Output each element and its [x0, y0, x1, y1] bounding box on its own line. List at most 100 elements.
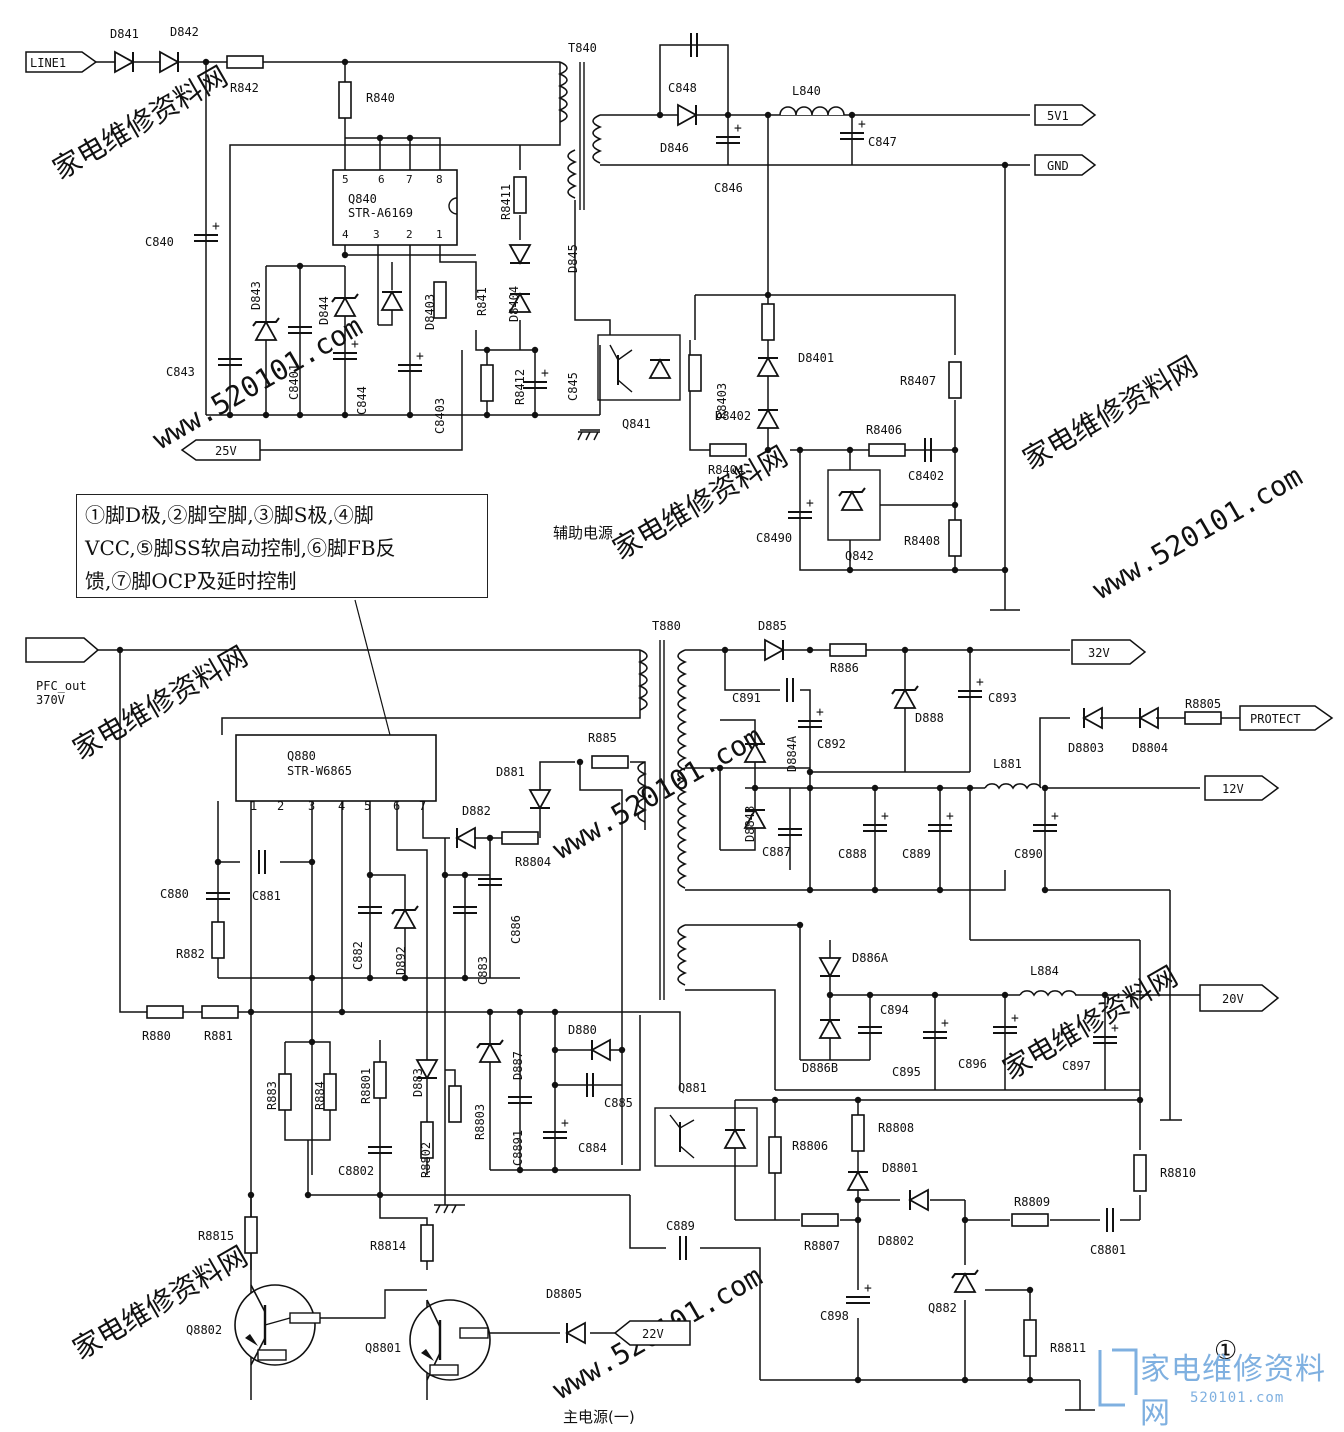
transformer-t880-primary: [637, 649, 648, 711]
ref-r885: R885: [588, 731, 617, 745]
zener-d843: [252, 317, 280, 341]
resistor-r8804: [501, 831, 539, 845]
capacitor-c889-coupling: [679, 1235, 687, 1261]
resistor-r8412: [480, 364, 494, 402]
ref-d8801: D8801: [882, 1161, 918, 1175]
ref-r8803: R8803: [473, 1104, 487, 1140]
ref-r8801: R8801: [359, 1068, 373, 1104]
transformer-t880-sec2: [677, 767, 688, 889]
ref-c892: C892: [817, 737, 846, 751]
watermark-text: 家电维修资料网: [67, 1239, 253, 1366]
ref-r8802: R8802: [419, 1142, 433, 1178]
ref-r8815: R8815: [198, 1229, 234, 1243]
ref-c891: C891: [732, 691, 761, 705]
resistor-r885: [591, 755, 629, 769]
capacitor-c893: [957, 674, 985, 698]
ref-r881: R881: [204, 1029, 233, 1043]
port-gnd: [1034, 154, 1097, 176]
diode-d845: [509, 244, 531, 264]
transformer-t840-secondary: [592, 114, 603, 164]
ref-d846: D846: [660, 141, 689, 155]
diode-d881: [529, 789, 551, 809]
resistor-r841: [433, 281, 447, 319]
diode-d841: [114, 51, 134, 73]
resistor-r8803: [448, 1085, 462, 1123]
ref-r8407: R8407: [900, 374, 936, 388]
watermark-text: www.520101.com: [1087, 459, 1308, 606]
aux-supply-caption: 辅助电源: [553, 524, 614, 542]
main-supply-caption: 主电源(一): [563, 1408, 635, 1426]
ref-d845: D845: [566, 244, 580, 273]
ref-q842: Q842: [845, 549, 874, 563]
ref-c888: C888: [838, 847, 867, 861]
ref-d841: D841: [110, 27, 139, 41]
ref-r8403: R8403: [715, 383, 729, 419]
ref-d885: D885: [758, 619, 787, 633]
ref-l840: L840: [792, 84, 821, 98]
resistor-r8408: [948, 519, 962, 557]
shunt-regulator-q882: [951, 1269, 979, 1293]
diode-d8802: [909, 1189, 929, 1211]
ref-r8806: R8806: [792, 1139, 828, 1153]
ic-q840-pin2: 2: [406, 228, 413, 241]
inductor-l840: [779, 106, 845, 116]
ref-c846: C846: [714, 181, 743, 195]
ref-c893: C893: [988, 691, 1017, 705]
ic-q880-pin7: 7: [419, 799, 426, 813]
resistor-r8810: [1133, 1154, 1147, 1192]
inductor-l881: [984, 783, 1042, 790]
port-5v1-label: 5V1: [1047, 109, 1069, 123]
resistor-r8411: [513, 176, 527, 214]
zener-d887: [476, 1039, 504, 1063]
transformer-t880-aux: [637, 761, 648, 823]
ref-c8402: C8402: [908, 469, 944, 483]
capacitor-c8403: [397, 348, 425, 372]
diode-d8803: [1083, 707, 1103, 729]
ref-c890: C890: [1014, 847, 1043, 861]
ic-q880-part: STR-W6865: [287, 764, 352, 778]
ic-q840-pin6: 6: [378, 173, 385, 186]
ic-q880-pin4: 4: [338, 799, 345, 813]
ref-c8802: C8802: [338, 1164, 374, 1178]
ref-d8802: D8802: [878, 1234, 914, 1248]
ic-q880-ref: Q880: [287, 749, 316, 763]
diode-d842: [159, 51, 179, 73]
ref-q881: Q881: [678, 1081, 707, 1095]
diode-d846: [677, 104, 697, 126]
ref-d8404: D8404: [507, 286, 521, 322]
watermark-text: 家电维修资料网: [607, 439, 793, 566]
resistor-r8403: [688, 354, 702, 392]
resistor-r881: [201, 1005, 239, 1019]
resistor-r8406: [868, 443, 906, 457]
capacitor-c892: [797, 704, 825, 728]
port-20v-label: 20V: [1222, 992, 1244, 1006]
optocoupler-q881: [654, 1107, 758, 1167]
ic-q880-pin5: 5: [364, 799, 371, 813]
ic-q840-ref: Q840: [348, 192, 377, 206]
ref-r8814: R8814: [370, 1239, 406, 1253]
ref-c847: C847: [868, 135, 897, 149]
ref-r883: R883: [265, 1081, 279, 1110]
ref-r840: R840: [366, 91, 395, 105]
port-12v-label: 12V: [1222, 782, 1244, 796]
transistor-q8801: [409, 1299, 491, 1381]
ic-q880-pin3: 3: [308, 799, 315, 813]
ref-q841: Q841: [622, 417, 651, 431]
capacitor-c881: [258, 849, 266, 875]
ic-q880-pin1: 1: [250, 799, 257, 813]
ref-d886a: D886A: [852, 951, 889, 965]
ic-q840-part: STR-A6169: [348, 206, 413, 220]
resistor-r8404: [709, 443, 747, 457]
ic-q880-pin6: 6: [393, 799, 400, 813]
capacitor-c8490: [787, 495, 815, 519]
port-pfc-out: [25, 637, 100, 663]
transformer-t840-primary: [557, 61, 568, 123]
ic-q840-pin4: 4: [342, 228, 349, 241]
transformer-t880-sec3: [677, 924, 688, 986]
ref-l881: L881: [993, 757, 1022, 771]
ic-q880: [235, 734, 437, 802]
ref-r8805: R8805: [1185, 697, 1221, 711]
ref-c8801: C8801: [1090, 1243, 1126, 1257]
ic-q840-pin7: 7: [406, 173, 413, 186]
ref-c840: C840: [145, 235, 174, 249]
